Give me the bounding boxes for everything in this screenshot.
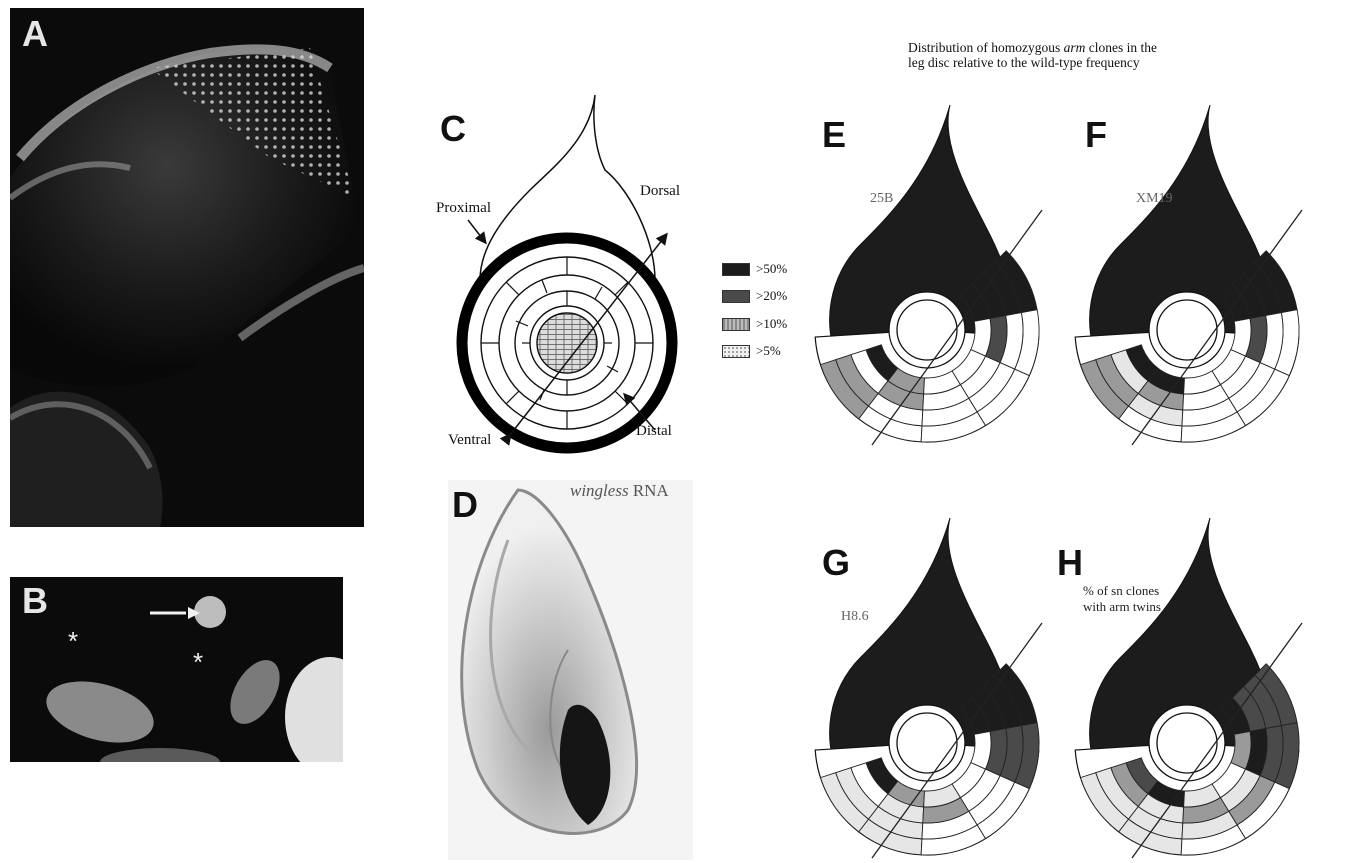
legend-label: >50% <box>756 261 787 277</box>
legend-swatch-dots <box>722 345 750 358</box>
legend-label: >10% <box>756 316 787 332</box>
disc-map-h <box>1080 518 1320 863</box>
caption-gene-name: wingless <box>570 481 629 500</box>
disc-center <box>1157 713 1217 773</box>
panel-b-image <box>10 577 343 762</box>
disc-map-e <box>820 105 1060 450</box>
legend-label: >20% <box>756 288 787 304</box>
figure-title: Distribution of homozygous arm clones in… <box>908 40 1157 70</box>
genotype-label-g: H8.6 <box>841 609 869 625</box>
legend-swatch-darkgrey <box>722 290 750 303</box>
legend-item-20: >20% <box>722 288 787 304</box>
legend-item-5: >5% <box>722 343 781 359</box>
panel-a-micrograph <box>10 8 364 527</box>
note-line-2: with arm twins <box>1083 599 1161 614</box>
note-line-1: % of sn clones <box>1083 583 1159 598</box>
panel-d-insitu-image <box>448 480 693 860</box>
panel-a-image <box>10 8 364 527</box>
panel-b-micrograph <box>10 577 343 762</box>
disc-center <box>897 713 957 773</box>
title-line-2: leg disc relative to the wild-type frequ… <box>908 55 1140 70</box>
panel-d-label: D <box>452 487 478 523</box>
legend-swatch-midgrey <box>722 318 750 331</box>
dorsal-label: Dorsal <box>640 183 680 200</box>
distal-label: Distal <box>636 423 672 440</box>
proximal-label: Proximal <box>436 200 491 217</box>
legend-label: >5% <box>756 343 781 359</box>
disc-map-f <box>1080 105 1320 450</box>
legend-swatch-dark <box>722 263 750 276</box>
ventral-label: Ventral <box>448 432 491 449</box>
legend-item-50: >50% <box>722 261 787 277</box>
title-italic: arm <box>1064 40 1086 55</box>
disc-map-g <box>820 518 1060 863</box>
wingless-rna-caption: wingless RNA <box>570 481 669 501</box>
legend-item-10: >10% <box>722 316 787 332</box>
caption-suffix: RNA <box>629 481 669 500</box>
panel-d-image <box>448 480 693 860</box>
leg-disc-schematic <box>440 90 700 450</box>
title-prefix: Distribution of homozygous <box>908 40 1064 55</box>
asterisk-marker-2: * <box>193 647 203 678</box>
asterisk-marker-1: * <box>68 626 78 657</box>
genotype-label-e: 25B <box>870 191 893 207</box>
disc-center <box>1157 300 1217 360</box>
panel-h-note: % of sn clones with arm twins <box>1083 583 1161 615</box>
panel-b-label: B <box>22 583 48 619</box>
panel-a-label: A <box>22 16 48 52</box>
disc-center <box>897 300 957 360</box>
title-suffix: clones in the <box>1085 40 1157 55</box>
genotype-label-f: XM19 <box>1136 191 1173 207</box>
